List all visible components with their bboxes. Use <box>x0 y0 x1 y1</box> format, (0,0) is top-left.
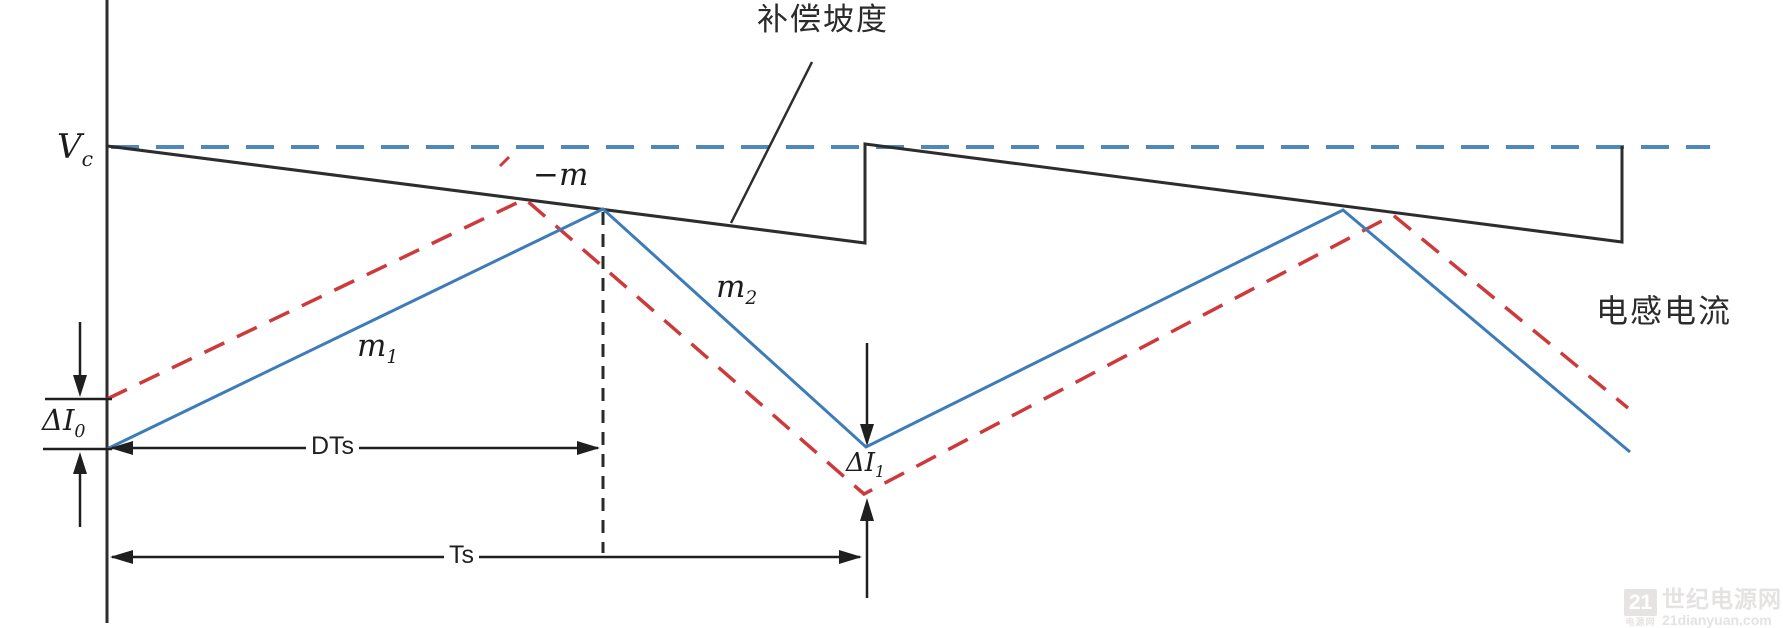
vc-label: Vc <box>57 127 93 169</box>
inductor-current-label: 电感电流 <box>1596 292 1733 330</box>
watermark-logo-number: 21 <box>1624 589 1657 616</box>
comp-slope-label: 补偿坡度 <box>757 2 889 38</box>
m1-label: m1 <box>357 328 398 367</box>
delta-i0-label: ΔI0 <box>42 403 85 441</box>
m1-label-main: m <box>357 328 387 364</box>
delta-i0-label-sub: 0 <box>74 421 86 442</box>
delta-i1-label: ΔI1 <box>846 448 885 480</box>
ts-label: Ts <box>444 542 479 569</box>
watermark-url: 21dianyuan.com <box>1662 612 1772 628</box>
watermark-text: 世纪电源网 21dianyuan.com <box>1662 586 1782 628</box>
watermark-brand: 世纪电源网 <box>1662 586 1782 612</box>
compensation-ramp-line <box>106 142 1624 245</box>
neg-m-label: −m <box>533 157 589 193</box>
vc-label-main: V <box>57 127 82 167</box>
ts-arrowhead-right-icon <box>839 550 862 564</box>
comp-slope-callout-line <box>729 61 814 224</box>
watermark: 21 电源网 世纪电源网 21dianyuan.com <box>1624 588 1782 627</box>
delta-i1-up-arrowhead-icon <box>860 498 874 521</box>
m2-label: m2 <box>716 269 757 308</box>
delta-i0-up-arrowhead-icon <box>73 452 87 474</box>
delta-i1-label-sub: 1 <box>875 463 885 482</box>
watermark-logo-caption: 电源网 <box>1625 617 1656 627</box>
dts-arrowhead-left-icon <box>110 441 133 455</box>
m2-label-sub: 2 <box>745 288 758 310</box>
watermark-logo: 21 电源网 <box>1624 589 1657 627</box>
delta-i0-label-main: ΔI <box>42 403 75 437</box>
delta-i0-down-arrowhead-icon <box>73 375 87 397</box>
vc-label-sub: c <box>81 146 93 171</box>
inductor-current-blue-line <box>106 207 1631 454</box>
delta-i1-label-main: ΔI <box>846 448 876 478</box>
m2-label-main: m <box>716 269 746 305</box>
dts-arrowhead-right-icon <box>577 441 600 455</box>
stray-red-mark <box>498 155 511 168</box>
delta-i1-down-arrowhead-icon <box>860 424 874 446</box>
ts-arrowhead-left-icon <box>110 550 133 564</box>
perturbed-current-red-line <box>106 196 1630 497</box>
m1-label-sub: 1 <box>386 347 399 369</box>
dts-label: DTs <box>306 433 360 460</box>
